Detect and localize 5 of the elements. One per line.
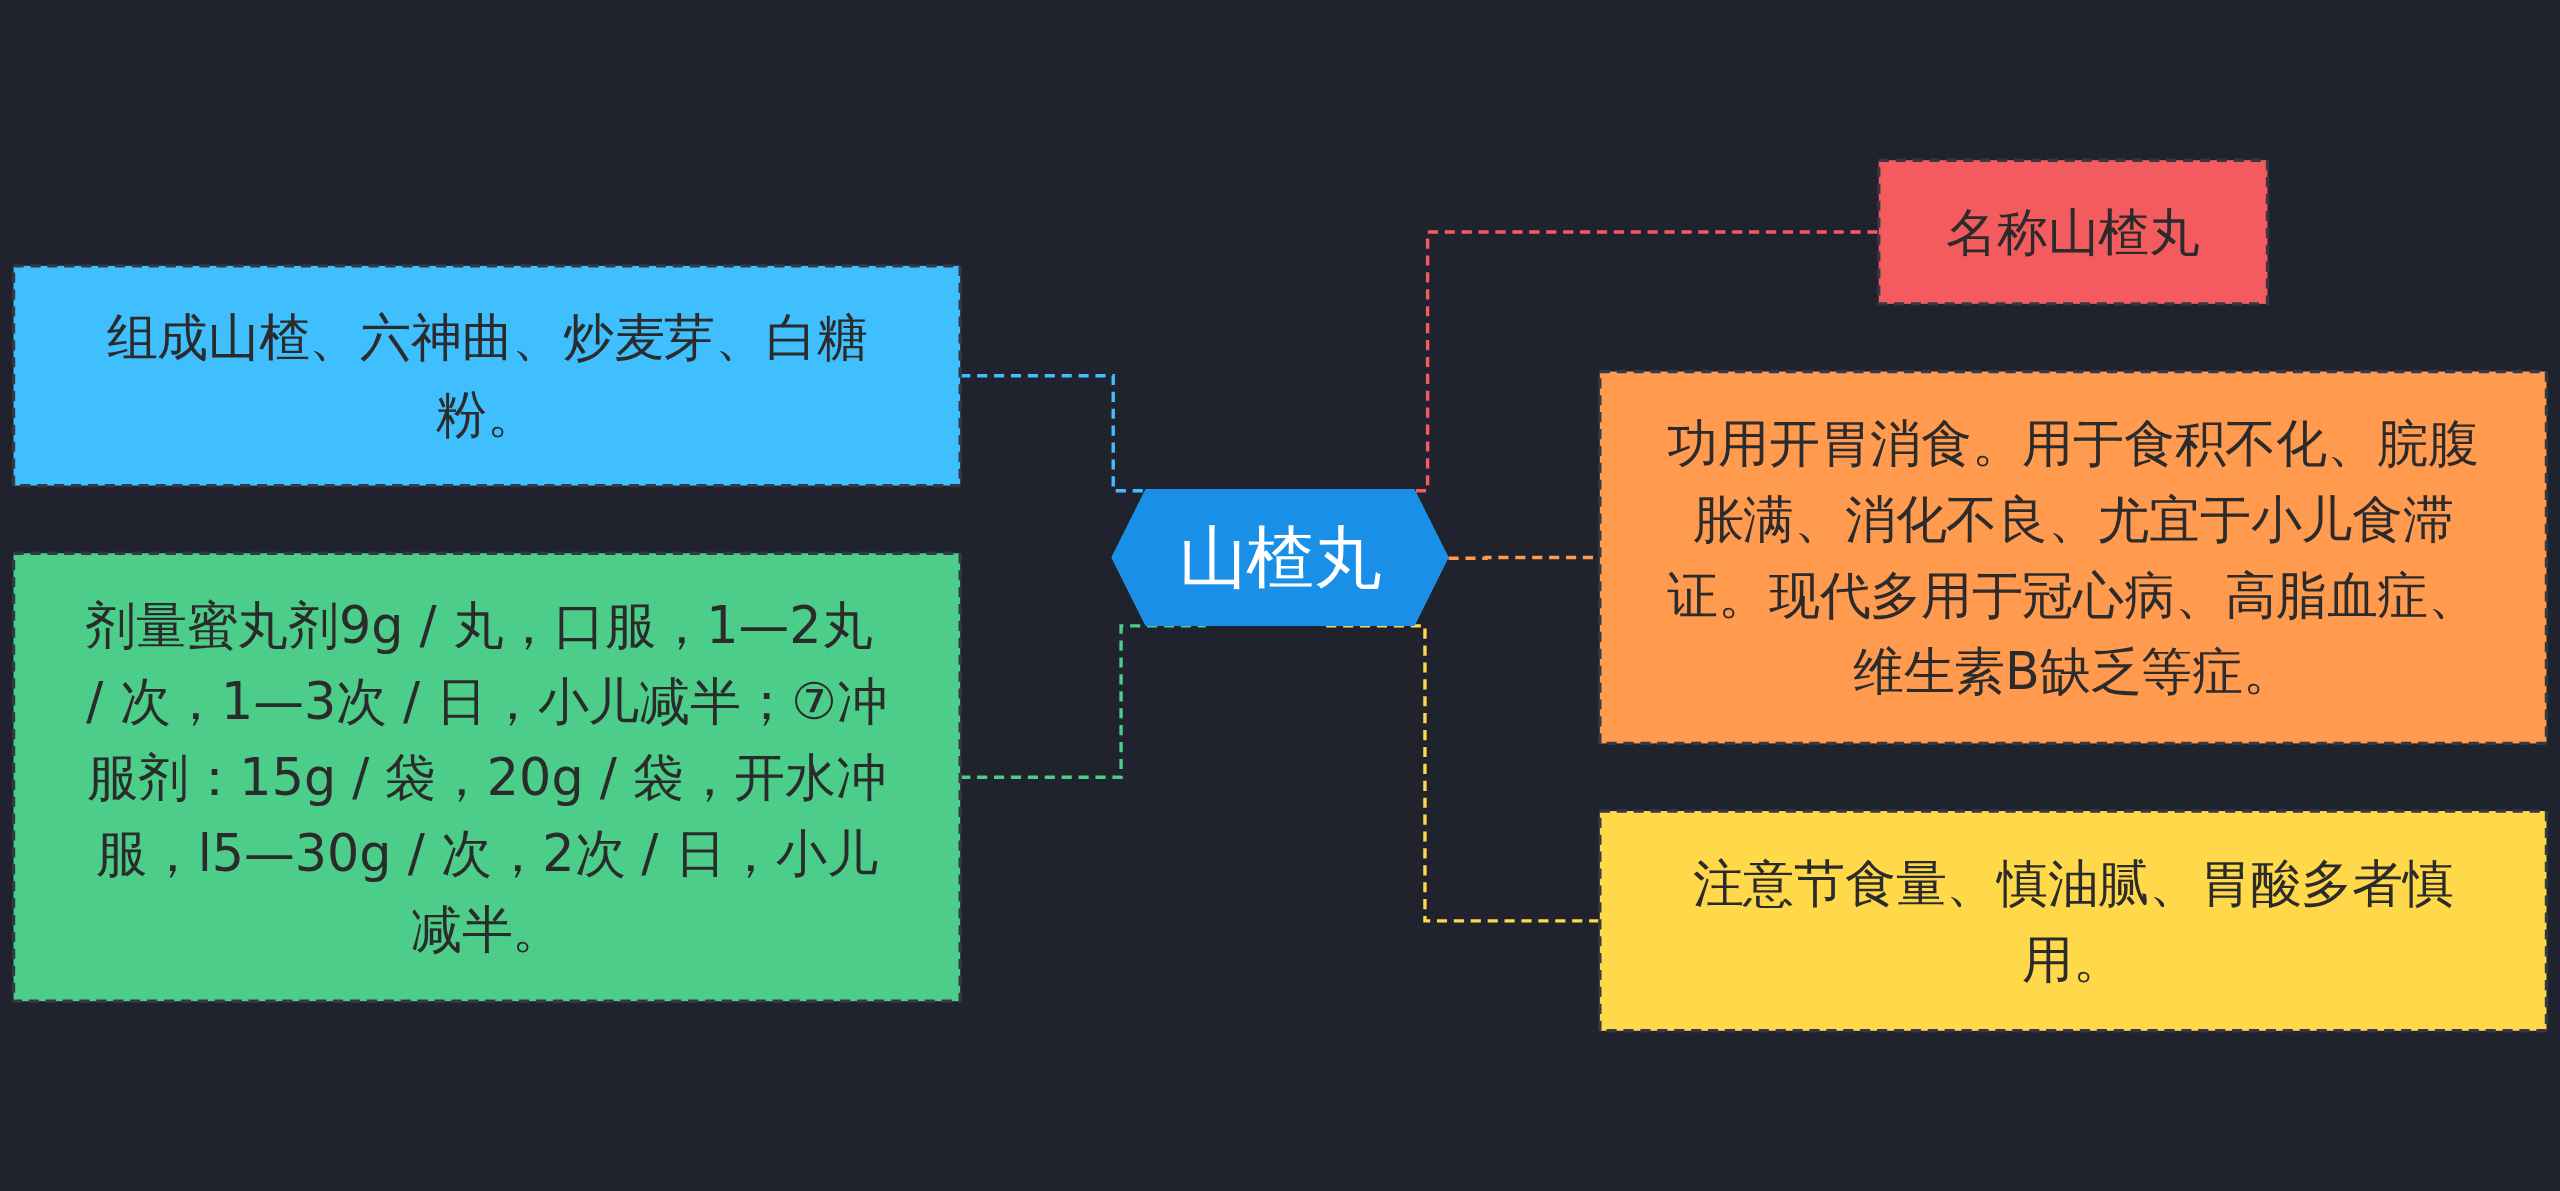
node-box: 注意节食量、慎油腻、胃酸多者慎用。: [1598, 809, 2549, 1033]
node-box: 剂量蜜丸剂9g / 丸，口服，1—2丸 / 次，1—3次 / 日，小儿减半；⑦冲服剂：15g / 袋，20g / 袋，开水冲服，l5—30g / 次，2次 / 日，小儿减半。: [11, 551, 962, 1003]
node-box: 名称山楂丸: [1877, 158, 2270, 306]
node-box: 组成山楂、六神曲、炒麦芽、白糖粉。: [11, 264, 962, 488]
node-box: 功用开胃消食。用于食积不化、脘腹胀满、消化不良、尤宜于小儿食滞证。现代多用于冠心病、高脂血症、维生素B缺乏等症。: [1598, 369, 2549, 746]
